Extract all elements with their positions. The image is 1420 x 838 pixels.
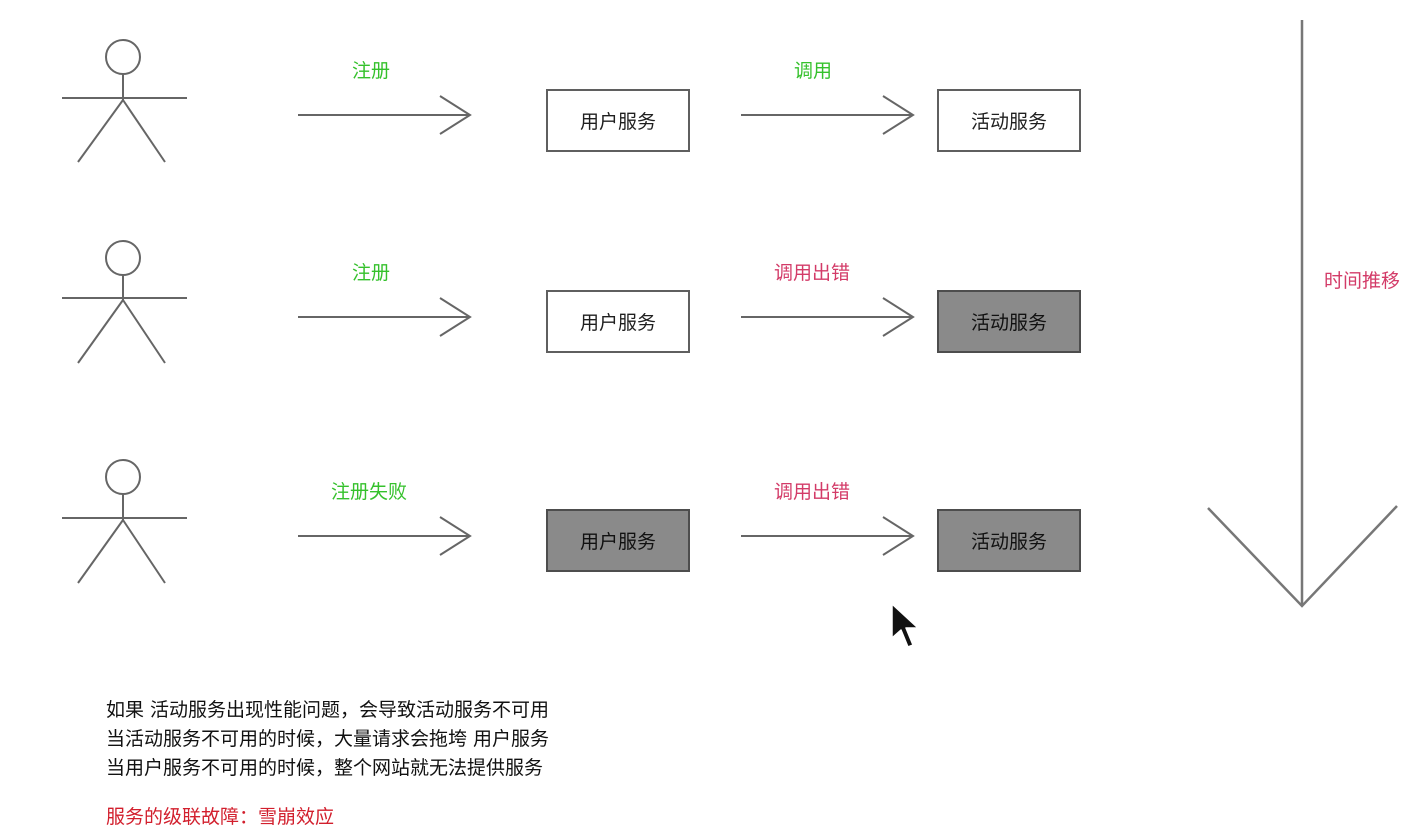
- call-label-3: 调用出错: [774, 481, 851, 503]
- timeline-label: 时间推移: [1324, 270, 1401, 292]
- user-service-box-3: 用户服务: [546, 509, 690, 572]
- register-label-3: 注册失败: [331, 481, 408, 503]
- call-label-1: 调用: [794, 60, 833, 82]
- actor-1: [62, 39, 187, 163]
- activity-service-box-3: 活动服务: [937, 509, 1081, 572]
- call-arrow-2: [741, 297, 915, 337]
- register-label-2: 注册: [352, 262, 391, 284]
- user-service-box-2: 用户服务: [546, 290, 690, 353]
- register-arrow-2: [298, 297, 472, 337]
- user-service-box-1: 用户服务: [546, 89, 690, 152]
- call-label-2: 调用出错: [774, 262, 851, 284]
- explanation-notes: 如果 活动服务出现性能问题，会导致活动服务不可用 当活动服务不可用的时候，大量请…: [106, 696, 549, 783]
- actor-3: [62, 459, 187, 584]
- note-line-3: 当用户服务不可用的时候，整个网站就无法提供服务: [106, 757, 544, 779]
- activity-service-box-1: 活动服务: [937, 89, 1081, 152]
- cascading-failure-summary: 服务的级联故障：雪崩效应: [106, 806, 335, 828]
- mouse-pointer-icon: [891, 603, 919, 648]
- register-arrow-1: [298, 95, 472, 135]
- note-line-2: 当活动服务不可用的时候，大量请求会拖垮 用户服务: [106, 728, 550, 750]
- timeline-arrow: [1207, 20, 1398, 608]
- activity-service-box-2: 活动服务: [937, 290, 1081, 353]
- note-line-1: 如果 活动服务出现性能问题，会导致活动服务不可用: [106, 699, 550, 721]
- call-arrow-1: [741, 95, 915, 135]
- actor-2: [62, 240, 187, 364]
- register-arrow-3: [298, 516, 472, 556]
- call-arrow-3: [741, 516, 915, 556]
- register-label-1: 注册: [352, 60, 391, 82]
